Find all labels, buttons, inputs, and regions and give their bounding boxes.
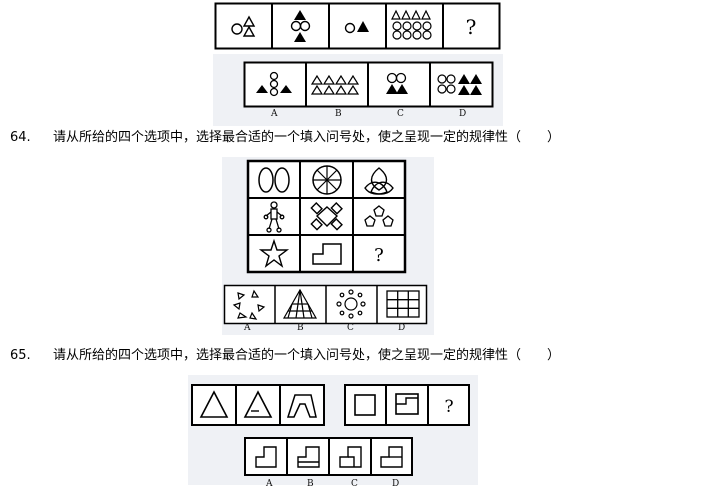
grid-icon[interactable]: [386, 290, 420, 318]
option-c-figure[interactable]: [386, 72, 408, 95]
option-label-a: A: [266, 479, 273, 489]
circle-triangle-icon: [231, 15, 256, 37]
option-b-figure[interactable]: [310, 74, 360, 95]
option-label-c: C: [351, 479, 358, 489]
option-b-figure[interactable]: [282, 288, 318, 319]
q65-number: 65.: [10, 348, 31, 363]
q65-question-text: 65. 请从所给的四个选项中，选择最合适的一个填入问号处，使之呈现一定的规律性（…: [10, 348, 560, 364]
q64-unknown-mark: ?: [374, 245, 384, 266]
q65-question-figure-right: ?: [344, 384, 470, 426]
option-label-a: A: [244, 323, 251, 333]
q65-prompt: 请从所给的四个选项中，选择最合适的一个填入问号处，使之呈现一定的规律性（ ）: [52, 348, 560, 363]
q64-options-figure: [223, 284, 428, 325]
q64-prompt: 请从所给的四个选项中，选择最合适的一个填入问号处，使之呈现一定的规律性（ ）: [52, 130, 560, 145]
option-a-figure[interactable]: [232, 289, 266, 320]
option-label-b: B: [297, 323, 304, 333]
option-label-d: D: [392, 479, 400, 489]
option-d-figure[interactable]: [437, 74, 482, 95]
star-icon: [258, 238, 290, 268]
q63-question-figure: ?: [214, 2, 501, 50]
option-label-c: C: [347, 323, 354, 333]
q64-number: 64.: [10, 130, 31, 145]
option-label-d: D: [459, 109, 467, 119]
circle-triangle-icon: [391, 9, 432, 40]
option-d-figure[interactable]: [380, 446, 403, 468]
q63-unknown-mark: ?: [466, 15, 477, 39]
q64-question-grid: ?: [246, 159, 407, 274]
q63-options-figure: [243, 61, 494, 108]
q65-unknown-mark: ?: [444, 397, 453, 417]
option-label-d: D: [398, 323, 406, 333]
option-label-b: B: [307, 479, 314, 489]
circle-triangle-icon: [344, 21, 369, 34]
option-c-figure[interactable]: [339, 446, 362, 468]
option-label-a: A: [271, 109, 278, 119]
option-a-figure[interactable]: [255, 446, 277, 468]
filled-triangle-icon: [290, 10, 311, 42]
option-a-figure[interactable]: [256, 71, 292, 97]
sun-icon[interactable]: [336, 289, 366, 319]
l-shape-icon: [312, 243, 342, 265]
pentagon-icon: [364, 205, 394, 227]
option-b-figure[interactable]: [297, 446, 320, 468]
option-label-b: B: [335, 109, 342, 119]
option-label-c: C: [397, 109, 404, 119]
q65-question-figure-left: [191, 384, 325, 426]
q65-options-figure: [244, 437, 413, 476]
q64-question-text: 64. 请从所给的四个选项中，选择最合适的一个填入问号处，使之呈现一定的规律性（…: [10, 130, 560, 146]
